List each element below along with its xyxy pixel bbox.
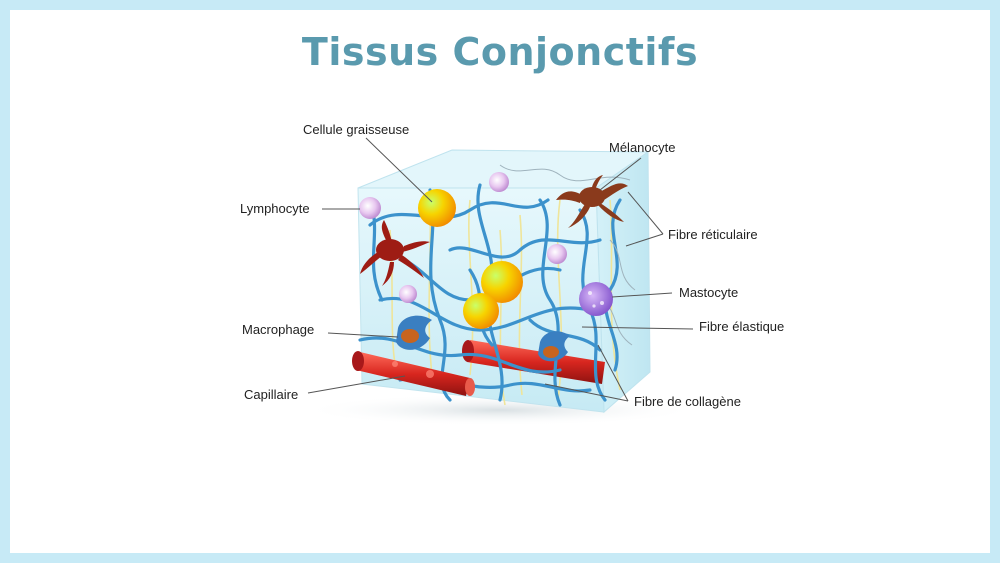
lymphocyte-cell — [399, 285, 417, 303]
lymphocyte-cell — [547, 244, 567, 264]
label-lymphocyte: Lymphocyte — [240, 201, 310, 216]
label-capillaire: Capillaire — [244, 387, 298, 402]
label-fibre-elastique: Fibre élastique — [699, 319, 784, 334]
macrophage-cell — [396, 315, 432, 350]
label-melanocyte: Mélanocyte — [609, 140, 675, 155]
fat-cell — [481, 261, 523, 303]
lymphocyte-cell — [489, 172, 509, 192]
melanocyte-cell — [360, 220, 430, 286]
macrophage-cell — [538, 331, 570, 362]
capillary — [352, 351, 475, 396]
melanocyte-cell — [556, 175, 628, 228]
label-fibre-collagene: Fibre de collagène — [634, 394, 741, 409]
capillary-back — [462, 340, 605, 384]
labels: Cellule graisseuse Mélanocyte Lymphocyte… — [240, 122, 784, 409]
leader-lines — [307, 137, 694, 402]
mastocyte-cell — [579, 282, 613, 316]
label-fibre-reticulaire: Fibre réticulaire — [668, 227, 758, 242]
page-title: Tissus Conjonctifs — [301, 30, 699, 74]
fat-cell — [418, 189, 456, 227]
fat-cell — [463, 293, 499, 329]
label-cellule-graisseuse: Cellule graisseuse — [303, 122, 409, 137]
cells — [359, 172, 628, 362]
lymphocyte-cell — [359, 197, 381, 219]
label-mastocyte: Mastocyte — [679, 285, 738, 300]
label-macrophage: Macrophage — [242, 322, 314, 337]
